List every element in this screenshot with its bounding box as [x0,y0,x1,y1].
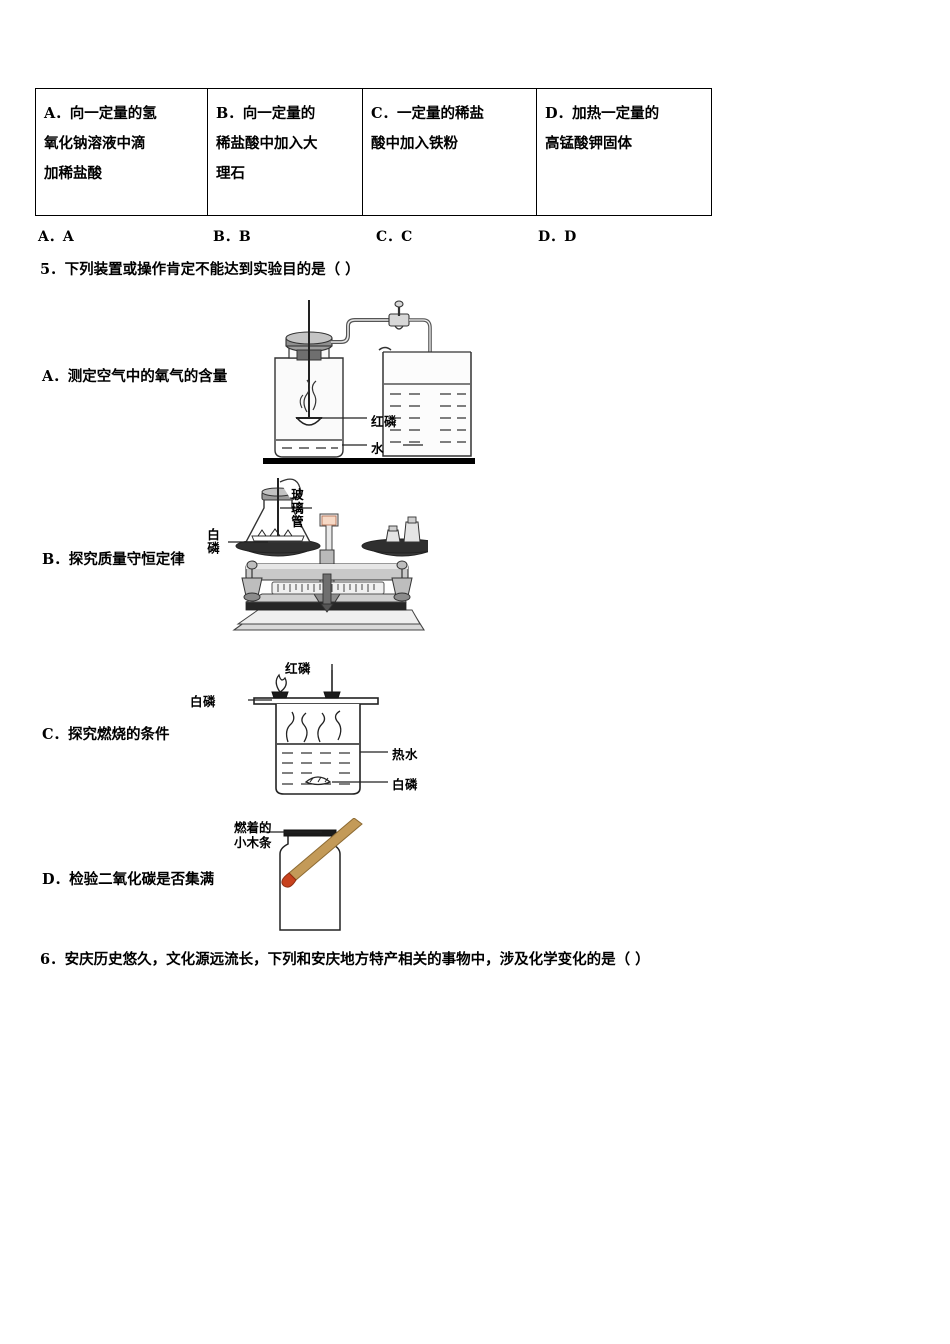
question5-stem: 5．下列装置或操作肯定不能达到实验目的是（ ） [40,261,360,278]
table-row: A．向一定量的氢 氧化钠溶液中滴 加稀盐酸 B．向一定量的 稀盐酸中加入大 理石… [35,88,712,216]
callout-white-phosphorus-b: 白磷 [205,528,220,555]
option-cell-b-line2: 稀盐酸中加入大 [216,135,318,152]
co2-fullness-test-figure [262,818,363,931]
question5-option-c-label: C．探究燃烧的条件 [42,726,170,743]
option-cell-b-line3: 理石 [216,165,245,182]
question4-options-table: A．向一定量的氢 氧化钠溶液中滴 加稀盐酸 B．向一定量的 稀盐酸中加入大 理石… [35,88,712,216]
option-cell-d-line2: 高锰酸钾固体 [545,135,632,152]
question4-answer-row: A．A B．B C．C D．D [38,226,638,246]
option-cell-b-line1: B．向一定量的 [216,105,316,122]
question6-stem: 6．安庆历史悠久，文化源远流长，下列和安庆地方特产相关的事物中，涉及化学变化的是… [40,951,650,968]
callout-burning-splint-d: 燃着的 小木条 [234,820,272,850]
option-cell-c-line2: 酸中加入铁粉 [371,135,458,152]
answer-option-a[interactable]: A．A [38,229,74,245]
answer-option-c[interactable]: C．C [376,229,413,245]
option-cell-d: D．加热一定量的 高锰酸钾固体 [536,88,712,216]
option-cell-c: C．一定量的稀盐 酸中加入铁粉 [362,88,537,216]
combustion-conditions-figure [248,664,388,795]
callout-red-phosphorus-c: 红磷 [285,661,312,676]
callout-red-phosphorus-a: 红磷 [371,414,398,429]
option-cell-a-line2: 氧化钠溶液中滴 [44,135,146,152]
option-cell-b: B．向一定量的 稀盐酸中加入大 理石 [207,88,363,216]
option-cell-a-line1: A．向一定量的氢 [44,105,157,122]
callout-water-a: 水 [371,441,385,456]
mass-conservation-balance-figure [228,478,428,631]
option-cell-a: A．向一定量的氢 氧化钠溶液中滴 加稀盐酸 [35,88,208,216]
question5-option-d-label: D．检验二氧化碳是否集满 [42,871,215,888]
callout-burning-splint-line2: 小木条 [234,835,272,850]
air-oxygen-content-figure [263,300,475,464]
callout-hot-water-c: 热水 [392,747,419,762]
question5-option-b-label: B．探究质量守恒定律 [42,551,185,568]
option-cell-d-line1: D．加热一定量的 [545,105,660,122]
answer-option-d[interactable]: D．D [538,229,577,245]
callout-white-phosphorus-c-bottom: 白磷 [392,777,419,792]
option-cell-c-line1: C．一定量的稀盐 [371,105,485,122]
callout-glass-tube-b: 玻璃管 [289,488,304,529]
answer-option-b[interactable]: B．B [213,229,251,245]
callout-burning-splint-line1: 燃着的 [234,820,272,835]
option-cell-a-line3: 加稀盐酸 [44,165,102,182]
question5-option-a-label: A．测定空气中的氧气的含量 [42,368,228,385]
callout-white-phosphorus-c-top: 白磷 [190,694,217,709]
